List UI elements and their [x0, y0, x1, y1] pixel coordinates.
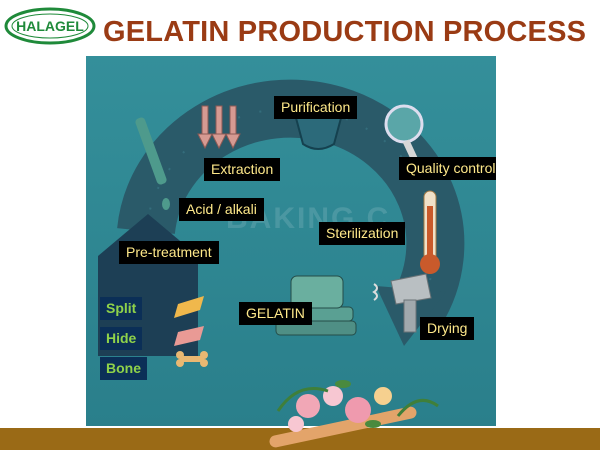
raw-material-hide: Hide: [100, 327, 143, 350]
beaker-icon: [294, 117, 343, 150]
step-label-acid-alkali: Acid / alkali: [179, 198, 264, 221]
raw-material-split: Split: [100, 297, 143, 320]
bone-shape: [176, 351, 208, 367]
step-label-quality-control: Quality control: [399, 157, 496, 180]
hair-dryer-icon: [372, 273, 432, 333]
step-label-purification: Purification: [274, 96, 358, 119]
thermometer-icon: [420, 190, 440, 274]
svg-text:HALAGEL: HALAGEL: [16, 18, 84, 34]
raw-material-bone: Bone: [100, 357, 147, 380]
pipette-icon: [135, 117, 170, 210]
page-title: GELATIN PRODUCTION PROCESS: [103, 16, 587, 48]
step-label-pre-treatment: Pre-treatment: [119, 241, 219, 264]
step-label-extraction: Extraction: [204, 158, 281, 181]
hide-shape: [174, 326, 204, 346]
step-label-sterilization: Sterilization: [319, 222, 406, 245]
step-label-gelatin: GELATIN: [239, 302, 312, 325]
halagel-logo: HALAGEL: [4, 7, 96, 45]
process-diagram: BAKING C Purification Extraction Quality…: [86, 56, 496, 426]
extraction-arrows-icon: [197, 105, 241, 150]
step-label-drying: Drying: [420, 317, 475, 340]
flower-decoration: [269, 380, 439, 448]
split-shape: [174, 296, 204, 318]
